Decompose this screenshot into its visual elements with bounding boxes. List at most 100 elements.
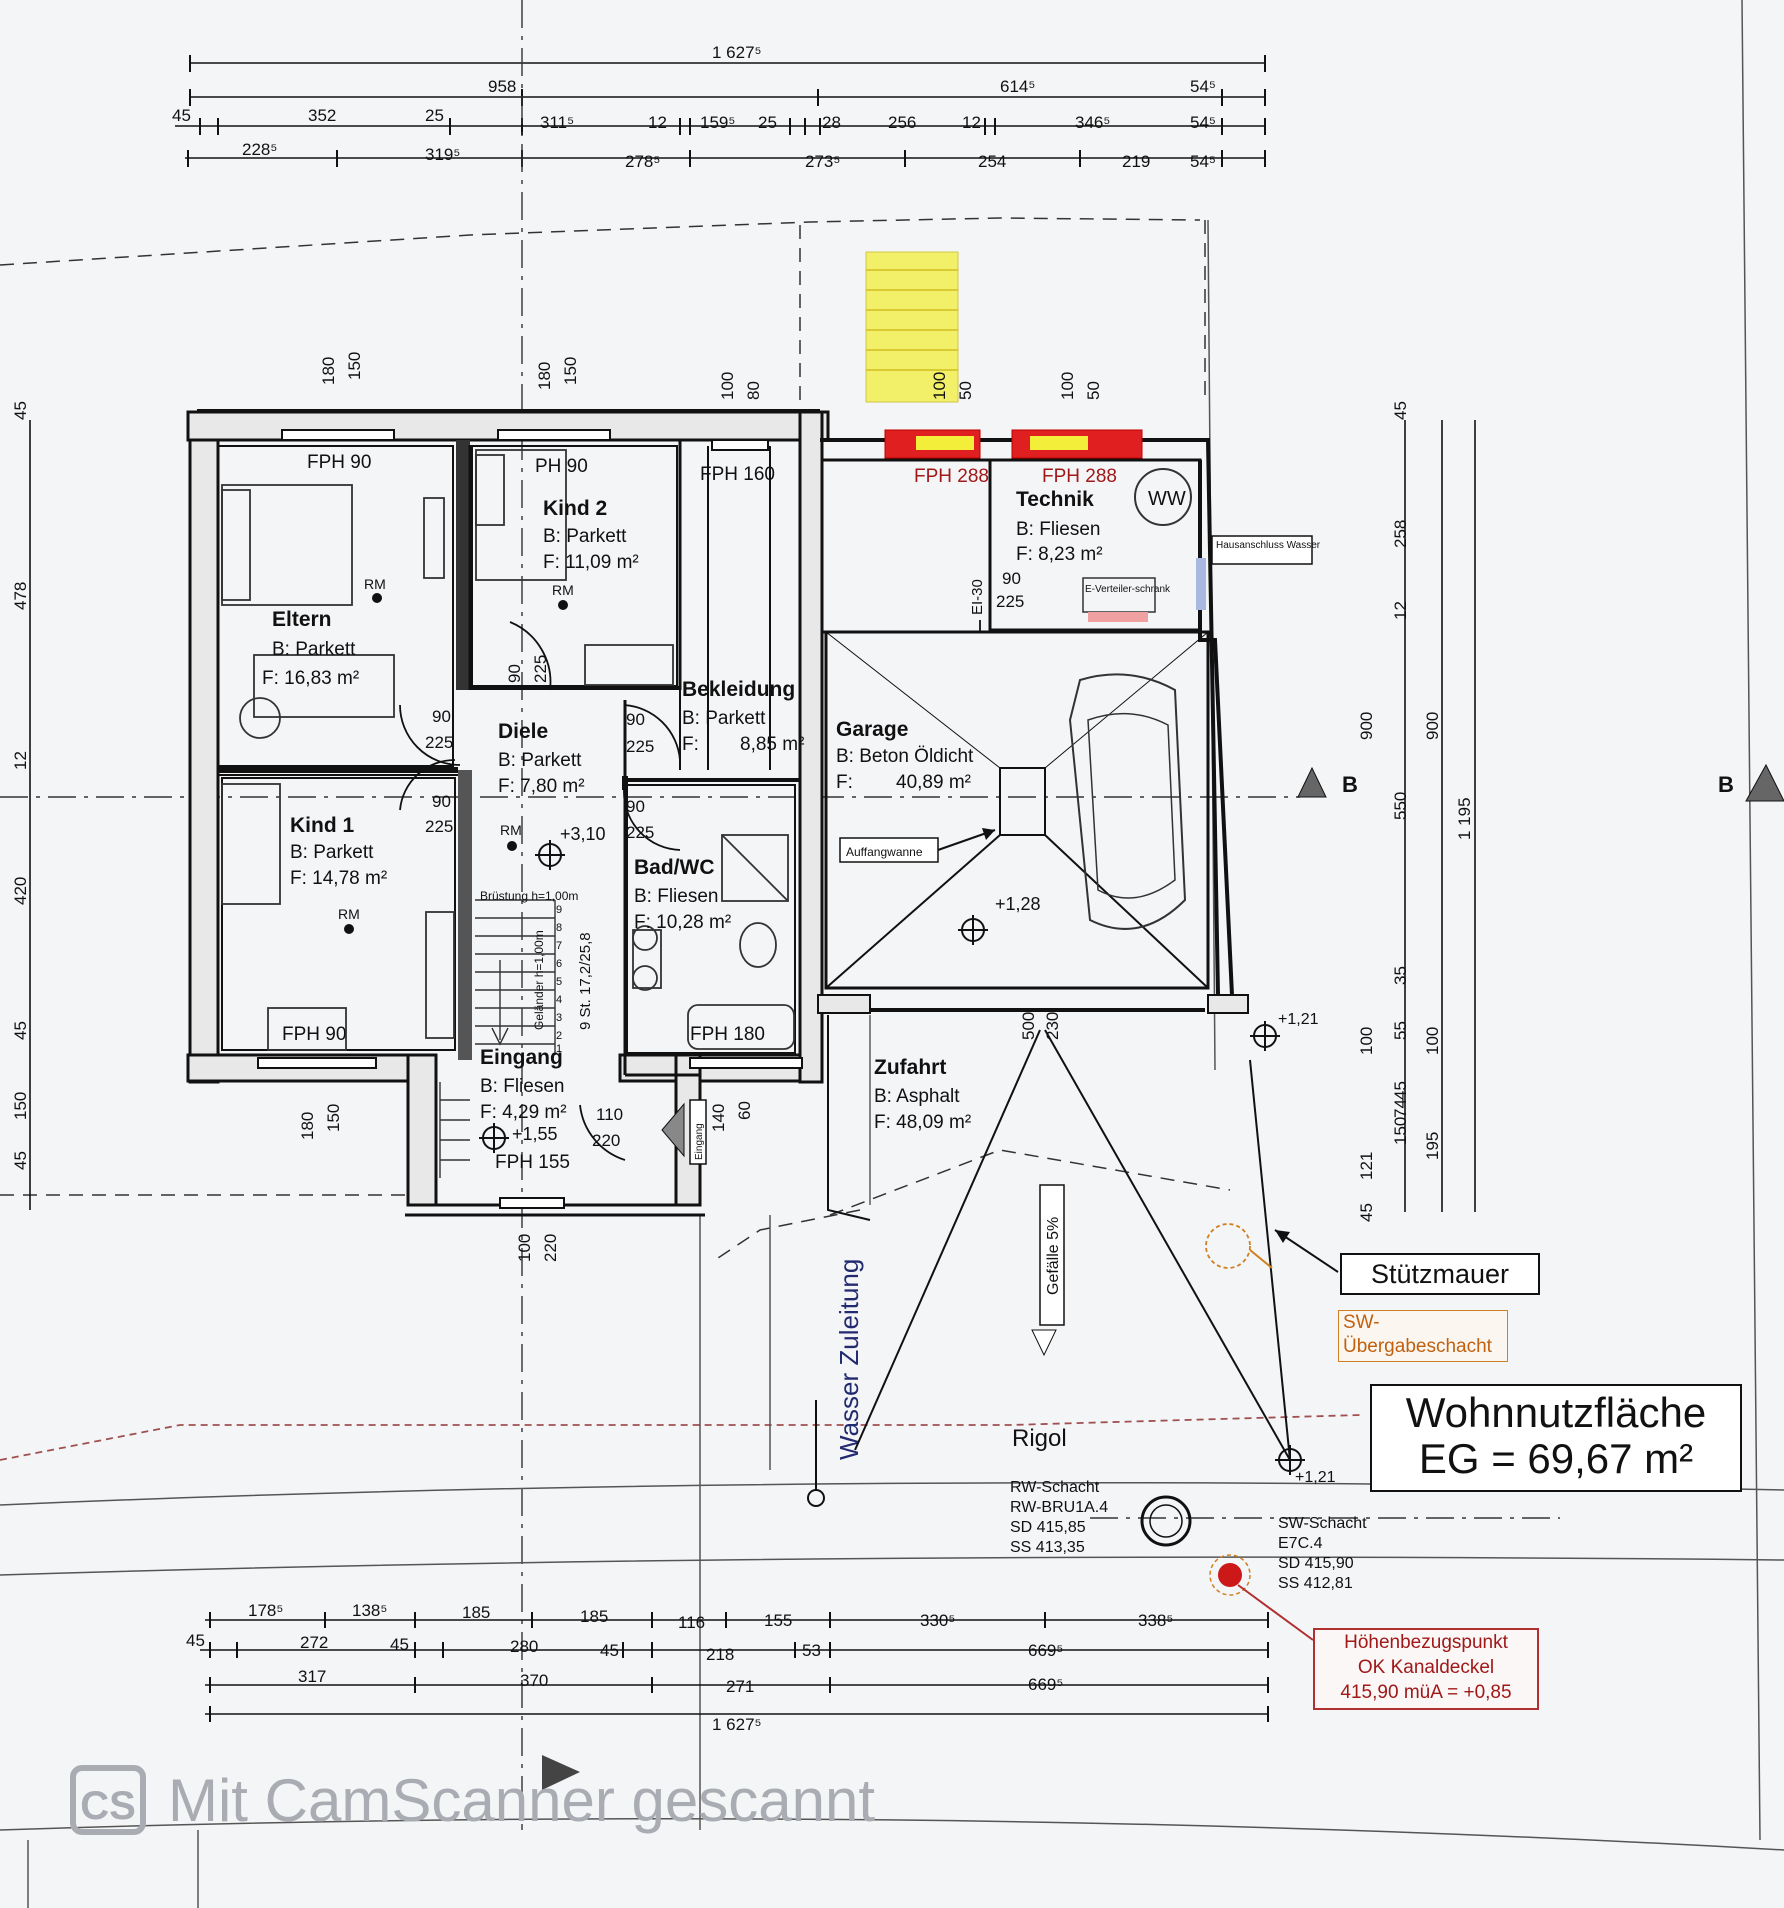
dim-l-4: 45 xyxy=(11,1021,30,1040)
bottom-dimension-text: 178⁵ 138⁵ 185 185 116 155 330⁵ 338⁵ 45 2… xyxy=(186,1601,1173,1734)
room-garage-area-value: 40,89 m² xyxy=(896,772,971,793)
dim-r3-0: 1 195 xyxy=(1455,797,1474,840)
room-bekleidung-area-value: 8,85 m² xyxy=(740,734,804,755)
smoke-detector-diele: RM xyxy=(500,822,522,838)
dim-b1-4: 116 xyxy=(678,1613,705,1632)
camscanner-logo: CS xyxy=(70,1765,146,1835)
sw-uebergabe-line1: SW- xyxy=(1343,1312,1380,1333)
room-garage-floor: B: Beton Öldicht xyxy=(836,746,974,767)
dim-t3-6: 25 xyxy=(758,113,777,132)
dim-r1-7: 74 xyxy=(1391,1099,1410,1118)
dim-r1-4: 550 xyxy=(1391,792,1410,820)
stuetzmauer-label: Stützmauer xyxy=(1370,1259,1510,1289)
room-eingang: Eingang B: Fliesen F: 4,29 m² xyxy=(480,1046,567,1123)
door-eingang-110: 110 xyxy=(596,1105,623,1124)
door-kind1-225: 225 xyxy=(425,817,453,836)
rw-schacht-line1: RW-Schacht xyxy=(1010,1479,1100,1496)
window-fph180: FPH 180 xyxy=(690,1024,765,1045)
room-eingang-floor: B: Fliesen xyxy=(480,1076,564,1097)
right-dimension-lines xyxy=(1404,420,1476,1212)
door-kind1-90: 90 xyxy=(432,792,451,811)
room-badwc: Bad/WC B: Fliesen F: 10,28 m² xyxy=(634,856,731,933)
room-kind1: Kind 1 B: Parkett F: 14,78 m² xyxy=(290,814,387,889)
room-garage-area-label: F: xyxy=(836,772,853,793)
bed-eltern xyxy=(221,484,353,606)
property-boundary xyxy=(0,217,1231,1261)
dim-l-3: 420 xyxy=(11,877,30,905)
dim-t4-4: 254 xyxy=(978,152,1006,171)
dim-r2-3: 195 xyxy=(1423,1132,1442,1160)
step-6: 6 xyxy=(556,958,562,970)
room-zufahrt-area: F: 48,09 m² xyxy=(874,1112,971,1133)
bed-kind1 xyxy=(221,783,281,905)
window-fph288-b: FPH 288 xyxy=(1042,466,1117,487)
sw-schacht: SW-Schacht E7C.4 SD 415,90 SS 412,81 xyxy=(1205,1223,1367,1641)
dim-t3-0: 45 xyxy=(172,106,191,125)
window-fph160: FPH 160 xyxy=(700,464,775,485)
dim-b3-1: 370 xyxy=(520,1671,548,1690)
dim-r1-0: 45 xyxy=(1391,401,1410,420)
dim-b2-3: 280 xyxy=(510,1637,538,1656)
odim-14: 220 xyxy=(541,1234,560,1262)
dim-r1-5: 35 xyxy=(1391,966,1410,985)
step-4: 4 xyxy=(556,994,562,1006)
wasser-zuleitung-label: Wasser Zuleitung xyxy=(834,1259,864,1460)
eingang-sign: Eingang xyxy=(694,1123,705,1160)
rigol-line xyxy=(0,1414,1361,1461)
step-5: 5 xyxy=(556,976,562,988)
room-kind2: Kind 2 B: Parkett F: 11,09 m² xyxy=(543,497,639,573)
room-diele-floor: B: Parkett xyxy=(498,750,582,771)
dim-b2-6: 53 xyxy=(802,1641,821,1660)
e-verteiler-label: E-Verteiler-schrank xyxy=(1085,584,1171,595)
windows xyxy=(257,251,1143,1209)
dim-b1-2: 185 xyxy=(462,1603,490,1622)
rw-schacht-line4: SS 413,35 xyxy=(1010,1539,1085,1556)
camscanner-watermark: CS Mit CamScanner gescannt xyxy=(70,1764,875,1836)
level-155: +1,55 xyxy=(512,1124,558,1144)
dim-b3-0: 317 xyxy=(298,1667,326,1686)
room-garage-name: Garage xyxy=(836,718,908,741)
hoehe-line3: 415,90 müA = +0,85 xyxy=(1340,1682,1512,1703)
level-121-b: +1,21 xyxy=(1295,1469,1336,1486)
room-technik-name: Technik xyxy=(1016,488,1094,511)
dim-t3-10: 346⁵ xyxy=(1075,113,1110,132)
sw-schacht-line4: SS 412,81 xyxy=(1278,1575,1353,1592)
dim-b2-7: 669⁵ xyxy=(1028,1641,1063,1660)
rw-schacht-line2: RW-BRU1A.4 xyxy=(1010,1499,1108,1516)
sw-uebergabe-line2: Übergabeschacht xyxy=(1343,1336,1492,1357)
odim-8: 50 xyxy=(956,381,975,400)
room-kind2-floor: B: Parkett xyxy=(543,526,627,547)
dim-t3-7: 28 xyxy=(822,113,841,132)
level-markers: +3,10 +1,55 +1,28 +1,21 +1,21 xyxy=(479,824,1336,1486)
dim-r4-0: 100 xyxy=(1423,1027,1442,1055)
door-bekleid-90: 90 xyxy=(626,710,645,729)
room-bekleidung-name: Bekleidung xyxy=(682,678,795,701)
drive-500: 500 xyxy=(1019,1012,1038,1040)
ei30-label: EI-30 xyxy=(969,579,986,615)
top-dimension-text: 1 627⁵ 958 614⁵ 54⁵ 45 352 25 311⁵ 12 15… xyxy=(172,43,1216,171)
doors xyxy=(399,620,981,1161)
room-badwc-area: F: 10,28 m² xyxy=(634,912,731,933)
dim-t3-2: 25 xyxy=(425,106,444,125)
opening-dims: 180 150 180 150 100 80 100 50 100 50 180… xyxy=(298,352,1103,1262)
dim-b1-1: 138⁵ xyxy=(352,1601,387,1620)
dim-top-total: 1 627⁵ xyxy=(712,43,762,62)
hoehe-line2: OK Kanaldeckel xyxy=(1357,1657,1495,1678)
dim-b1-6: 330⁵ xyxy=(920,1611,955,1630)
door-eltern-225: 225 xyxy=(425,733,453,752)
rigol-label: Rigol xyxy=(1012,1425,1067,1452)
door-kind2-90: 90 xyxy=(505,664,524,683)
auffangwanne-label: Auffangwanne xyxy=(846,845,923,859)
dim-t3-9: 12 xyxy=(962,113,981,132)
room-eltern-area: F: 16,83 m² xyxy=(262,668,359,689)
room-technik-area: F: 8,23 m² xyxy=(1016,544,1103,565)
hoehenbezugspunkt-box: Höhenbezugspunkt OK Kanaldeckel 415,90 m… xyxy=(1313,1628,1539,1710)
odim-6: 80 xyxy=(744,381,763,400)
odim-4: 150 xyxy=(561,357,580,385)
room-kind1-floor: B: Parkett xyxy=(290,842,374,863)
wohnnutzflaeche-box: Wohnnutzfläche EG = 69,67 m² xyxy=(1370,1384,1742,1492)
dim-t4-6: 54⁵ xyxy=(1190,152,1216,171)
room-zufahrt: Zufahrt B: Asphalt F: 48,09 m² xyxy=(874,1056,971,1133)
dim-t3-3: 311⁵ xyxy=(540,113,574,132)
dim-b2-4: 45 xyxy=(600,1641,619,1660)
